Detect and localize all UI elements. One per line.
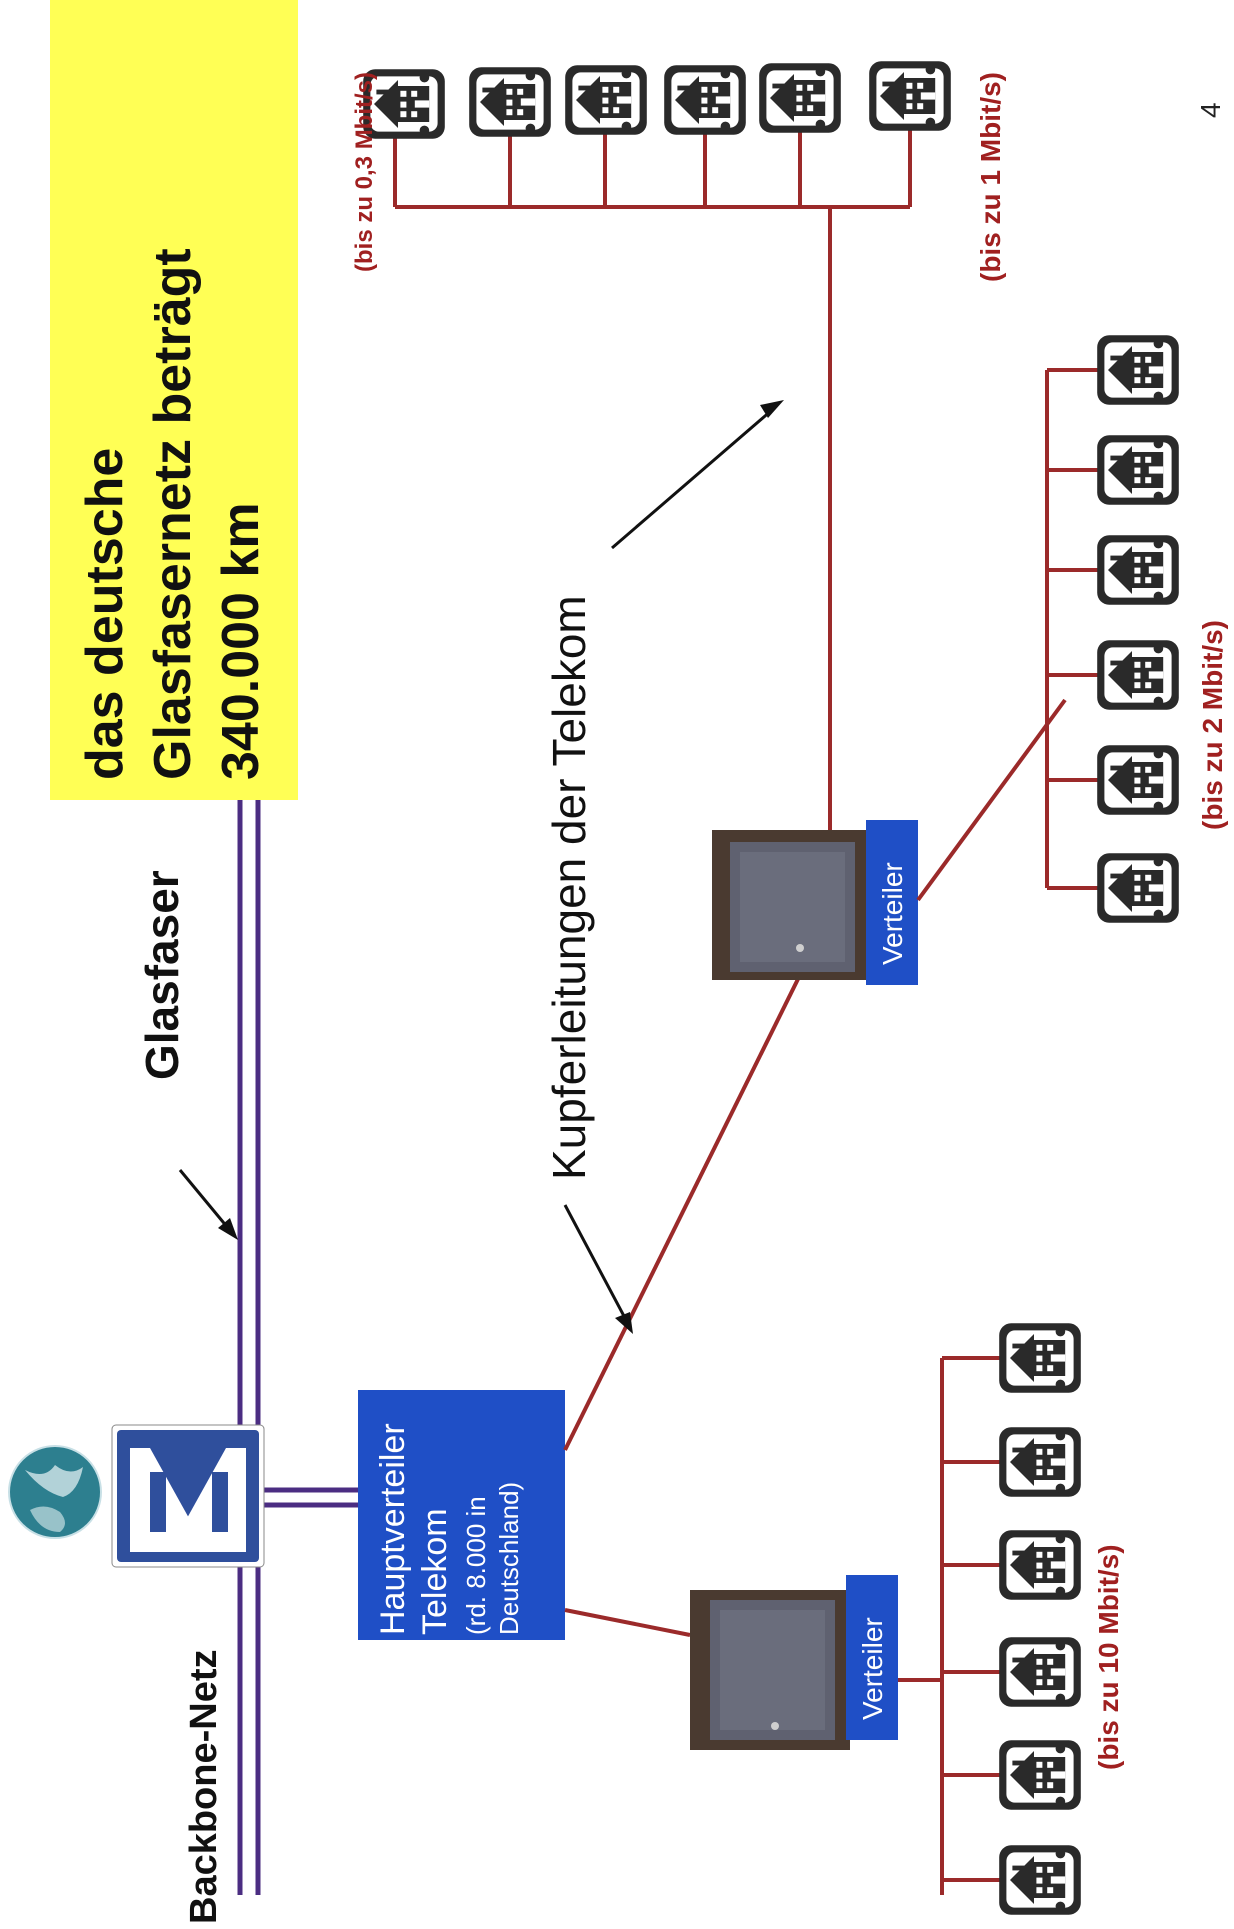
house-icon [1097, 853, 1179, 923]
house-icon [1097, 435, 1179, 505]
speed-label-top-a: (bis zu 0,3 Mbit/s) [351, 72, 378, 272]
copper-main-lines [563, 974, 802, 1637]
verteiler-label-upper: Verteiler [877, 862, 908, 965]
kupfer-arrow-lower [563, 1204, 633, 1334]
verteiler-cabinet-photo-upper [712, 830, 872, 980]
globe-icon [8, 1445, 102, 1539]
kupfer-arrow-upper [611, 400, 784, 550]
houses-bottom-group [999, 1323, 1081, 1915]
title-line-1: das deutsche [76, 448, 134, 780]
house-icon [869, 61, 951, 131]
house-icon [999, 1740, 1081, 1810]
glasfaser-arrow [178, 1169, 238, 1240]
speed-label-middle: (bis zu 2 Mbit/s) [1197, 620, 1228, 830]
hauptverteiler-line-2: Telekom [416, 1508, 454, 1635]
house-icon [999, 1427, 1081, 1497]
verteiler-box-lower: Verteiler [846, 1575, 898, 1740]
speed-label-bottom: (bis zu 10 Mbit/s) [1093, 1544, 1124, 1770]
house-icon [999, 1323, 1081, 1393]
hauptverteiler-line-4: Deutschland) [494, 1482, 524, 1635]
kupferleitungen-label: Kupferleitungen der Telekom [543, 595, 595, 1180]
title-highlight-box [50, 0, 298, 800]
hauptverteiler-line-3: (rd. 8.000 in [461, 1496, 491, 1635]
autobahn-sign-icon [111, 1424, 265, 1568]
title-line-3: 340.000 km [212, 502, 270, 780]
house-icon [1097, 335, 1179, 405]
speed-label-top-b: (bis zu 1 Mbit/s) [975, 72, 1006, 282]
verteiler-box-upper: Verteiler [866, 820, 918, 985]
hauptverteiler-line-1: Hauptverteiler [374, 1423, 412, 1635]
verteiler-label-lower: Verteiler [857, 1617, 888, 1720]
house-icon [1097, 640, 1179, 710]
house-icon [999, 1845, 1081, 1915]
fiber-backbone-lines [237, 800, 365, 1895]
copper-top-tree [393, 130, 912, 830]
title-line-2: Glasfasernetz beträgt [144, 248, 202, 780]
houses-middle-group [1097, 335, 1179, 923]
house-icon [759, 63, 841, 133]
backbone-label: Backbone-Netz [183, 1650, 225, 1925]
verteiler-cabinet-photo-lower [690, 1590, 850, 1750]
house-icon [565, 65, 647, 135]
house-icon [999, 1637, 1081, 1707]
house-icon [1097, 535, 1179, 605]
copper-bottom-tree [898, 1356, 1010, 1895]
house-icon [999, 1530, 1081, 1600]
house-icon [664, 65, 746, 135]
houses-top-row [363, 61, 951, 139]
glasfaser-label: Glasfaser [136, 870, 188, 1080]
house-icon [469, 67, 551, 137]
house-icon [1097, 745, 1179, 815]
hauptverteiler-box: Hauptverteiler Telekom (rd. 8.000 in Deu… [358, 1390, 565, 1640]
page-number: 4 [1195, 102, 1226, 118]
copper-middle-tree [916, 368, 1105, 902]
